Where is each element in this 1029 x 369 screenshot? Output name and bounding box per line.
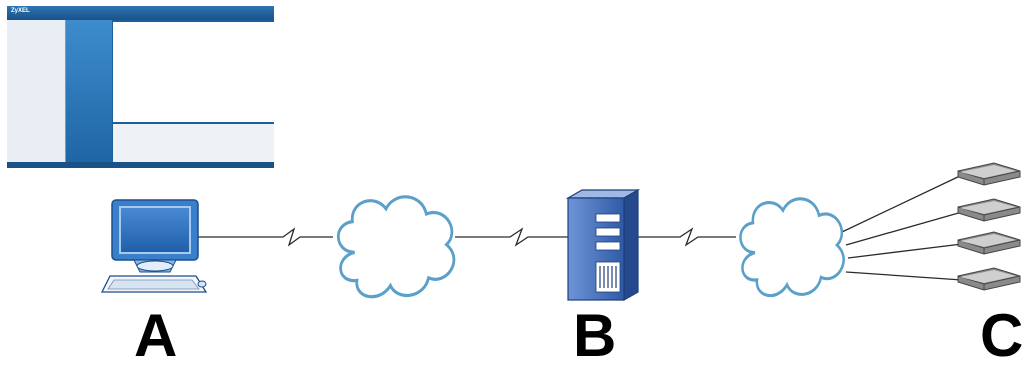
thumbnail-bottom-panel — [113, 124, 274, 164]
node-label-c: C — [980, 302, 1024, 369]
cloud-icon — [336, 195, 456, 299]
network-device-icon — [957, 267, 1021, 291]
links-cloud-to-devices — [841, 174, 963, 281]
server-icon — [565, 188, 641, 302]
network-device-icon — [957, 162, 1021, 186]
computer-icon — [100, 199, 208, 293]
link-cloud-to-server — [455, 227, 572, 247]
cloud-icon — [738, 197, 846, 298]
thumbnail-statusbar — [7, 162, 274, 168]
thumbnail-main-panel — [113, 22, 274, 122]
management-screenshot-thumbnail: ZyXEL — [7, 6, 274, 168]
node-label-b: B — [573, 302, 617, 369]
link-server-to-cloud — [636, 227, 736, 247]
link-computer-to-cloud — [195, 227, 333, 247]
thumbnail-navigation-panel — [7, 20, 66, 168]
thumbnail-titlebar: ZyXEL — [7, 6, 274, 20]
network-device-icon — [957, 231, 1021, 255]
thumbnail-menu-panel — [66, 20, 112, 168]
network-device-icon — [957, 198, 1021, 222]
thumbnail-logo: ZyXEL — [11, 8, 30, 14]
node-label-a: A — [134, 302, 178, 369]
